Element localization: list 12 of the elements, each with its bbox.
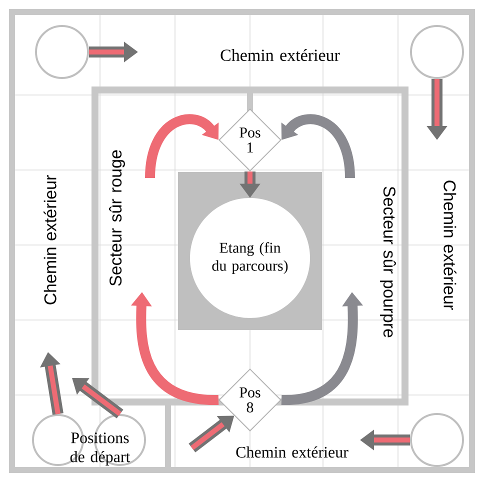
start-circle — [35, 25, 89, 79]
start-circle — [410, 413, 464, 467]
area-label: Chemin extérieur — [236, 446, 348, 458]
area-label: Chemin extérieur — [44, 175, 56, 304]
area-label: Secteur sûr pourpre — [380, 186, 396, 338]
area-label: Secteur sûr rouge — [109, 150, 125, 286]
arrow — [145, 114, 219, 178]
start-circle — [410, 25, 464, 79]
area-label: Chemin extérieur — [220, 49, 340, 61]
area-label: Chemin extérieur — [444, 180, 456, 310]
area-label: Positions de départ — [70, 432, 130, 466]
arrow — [281, 114, 355, 178]
